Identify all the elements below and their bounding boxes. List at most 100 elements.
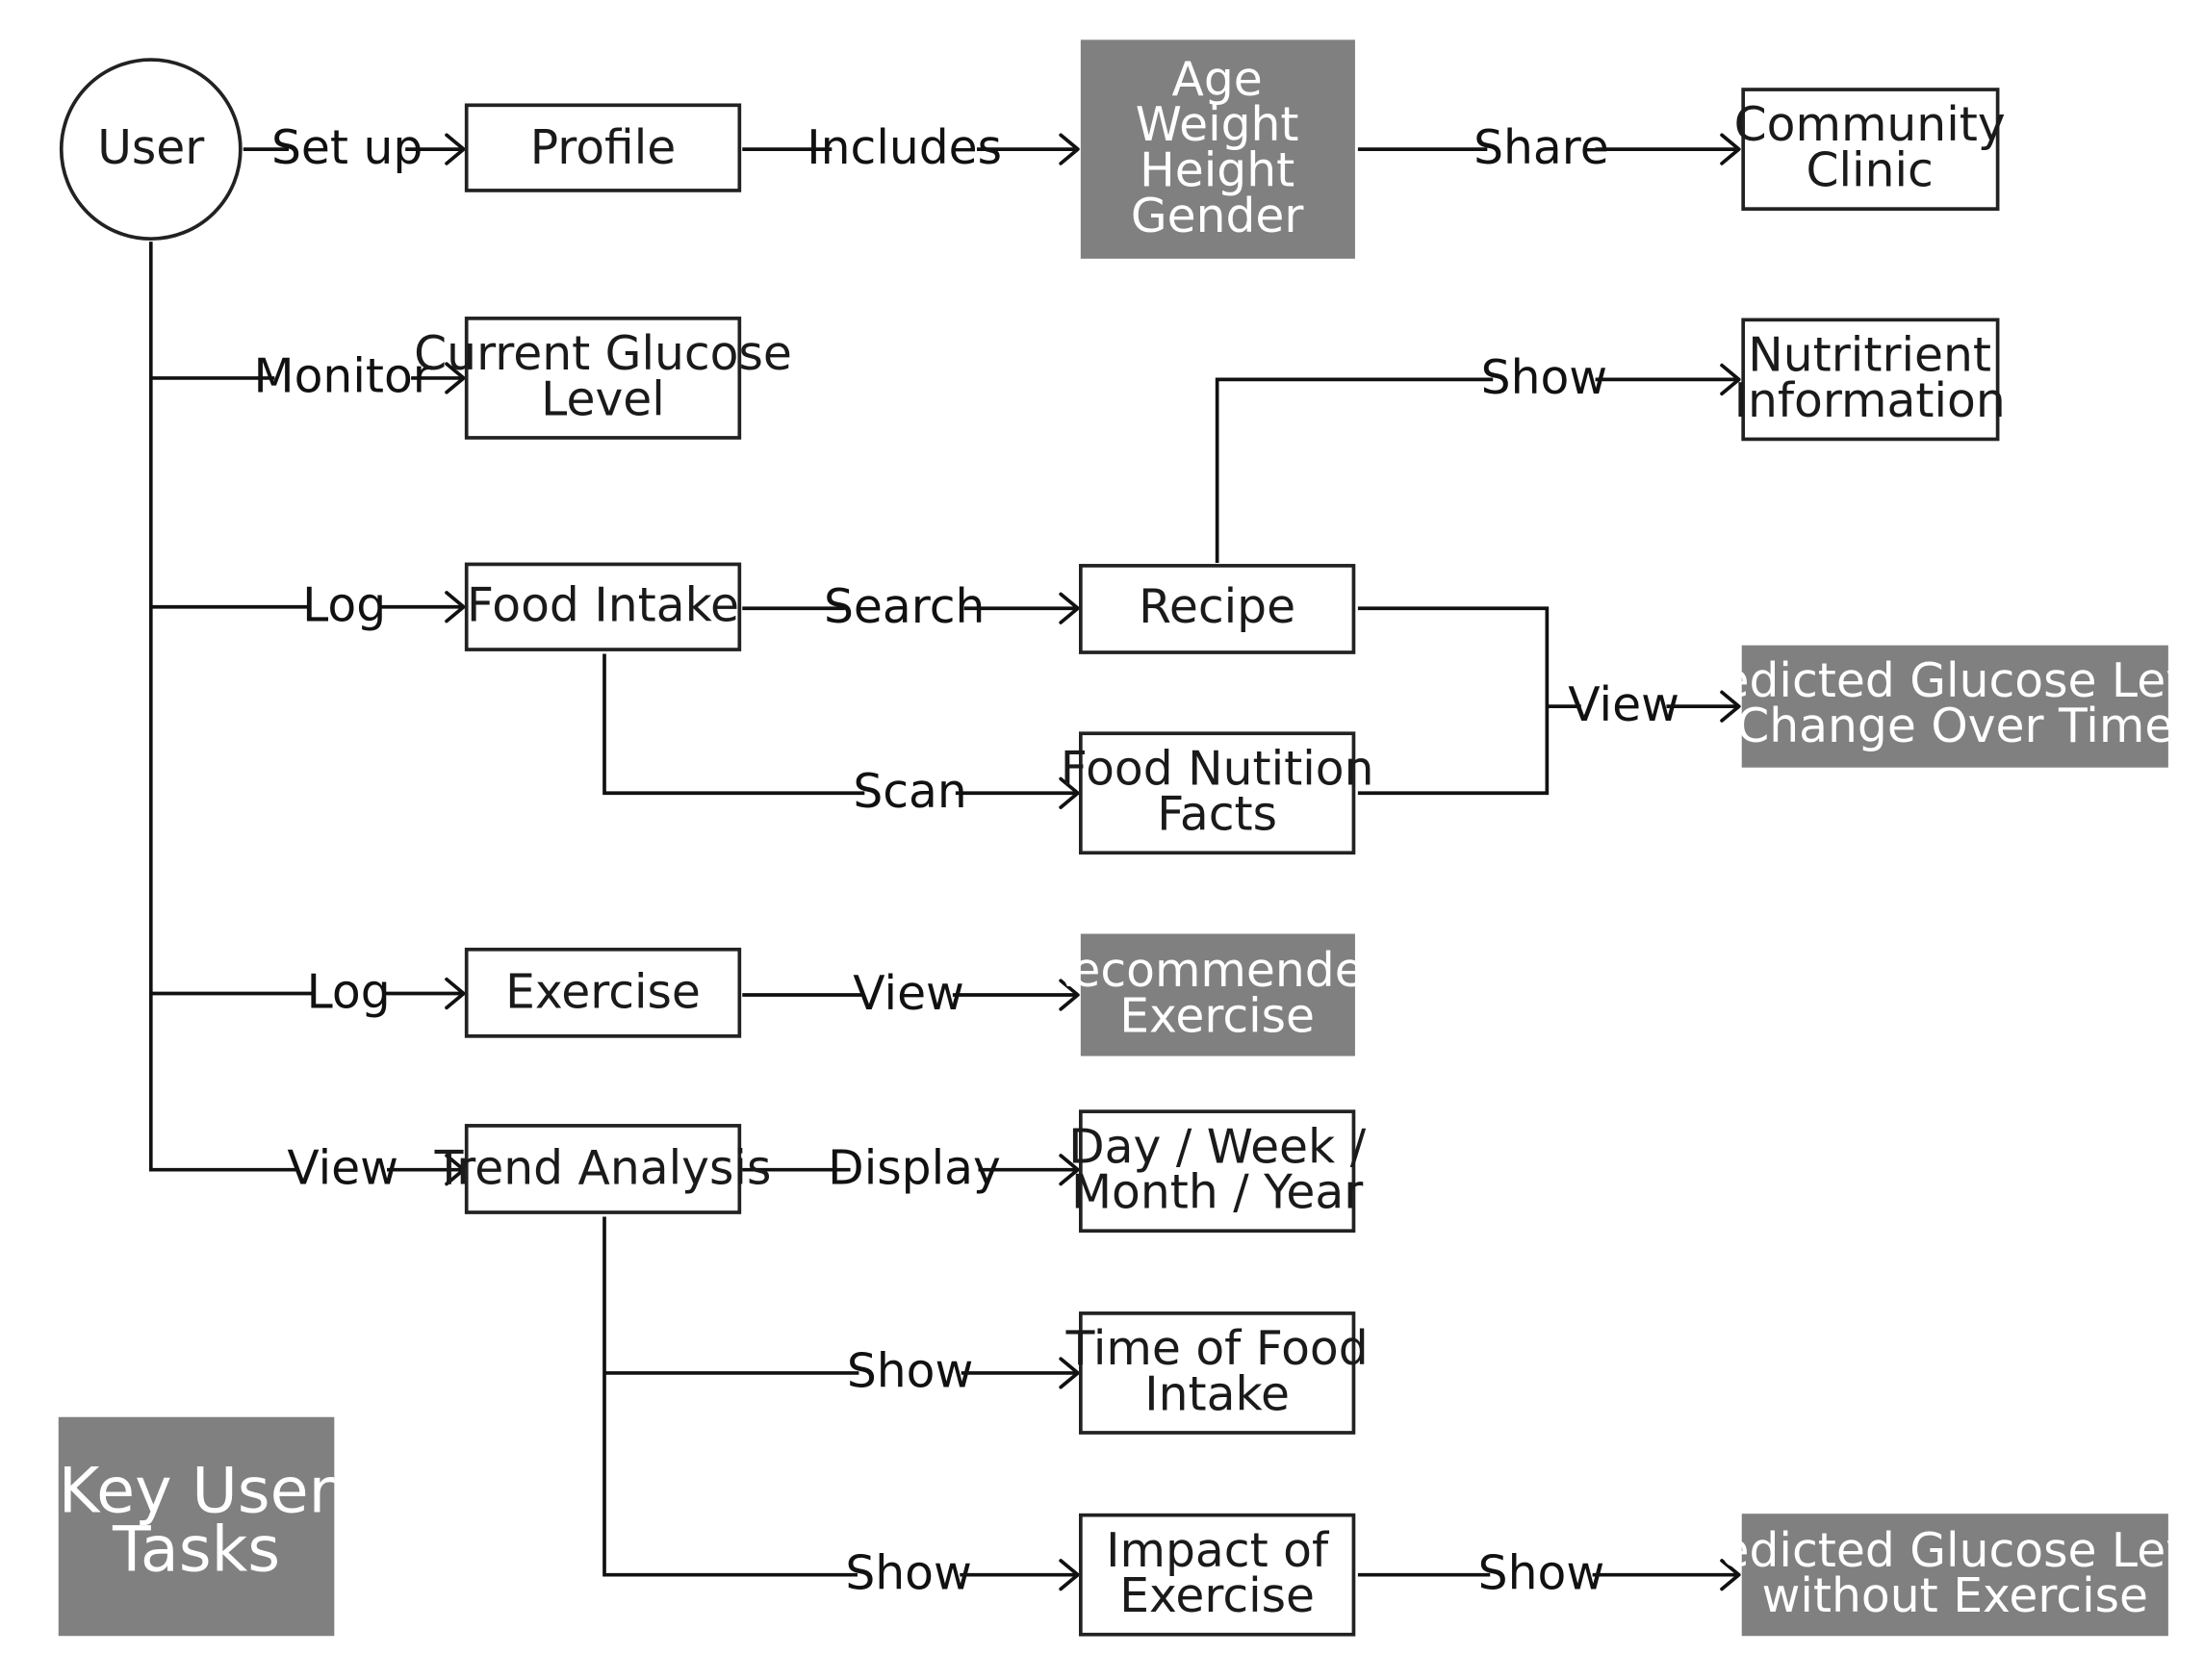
svg-text:View: View — [1568, 678, 1679, 732]
node-impact-of-exercise: Impact of Exercise — [1078, 1513, 1356, 1637]
svg-text:Impact of: Impact of — [1106, 1524, 1330, 1578]
svg-text:Profile: Profile — [530, 121, 677, 175]
arrowhead — [1059, 1357, 1080, 1389]
svg-text:Current Glucose: Current Glucose — [414, 327, 792, 381]
node-nutrient-information: Nutritrient Information — [1734, 318, 2006, 442]
arrowhead — [1720, 690, 1741, 723]
edge-label-monitor: Monitor — [254, 350, 433, 404]
arrowhead — [1059, 592, 1080, 624]
arrowhead — [1720, 363, 1741, 396]
svg-text:Log: Log — [307, 965, 391, 1019]
edge-label-view-predicted: View — [1568, 678, 1679, 732]
svg-text:Exercise: Exercise — [1119, 989, 1315, 1043]
svg-text:Show: Show — [1481, 351, 1608, 405]
svg-text:Weight: Weight — [1136, 98, 1299, 152]
node-food-intake: Food Intake — [464, 562, 742, 651]
svg-text:Food Nutition: Food Nutition — [1061, 742, 1374, 796]
arrowhead — [1059, 133, 1080, 165]
svg-text:Clinic: Clinic — [1806, 144, 1933, 198]
node-predicted-glucose-without-exercise: Predicted Glucose Level without Exercise — [1675, 1514, 2204, 1637]
svg-text:Information: Information — [1734, 374, 2006, 428]
svg-text:Trend Analysis: Trend Analysis — [434, 1141, 772, 1195]
svg-text:Predicted Glucose Level: Predicted Glucose Level — [1675, 1524, 2204, 1578]
edge-label-view-recommended: View — [853, 967, 964, 1021]
edge-trend-branch — [602, 1216, 1078, 1577]
node-day-week-month-year: Day / Week / Month / Year — [1068, 1109, 1367, 1234]
svg-text:Monitor: Monitor — [254, 350, 433, 404]
svg-text:Predicted Glucose Level: Predicted Glucose Level — [1675, 654, 2204, 708]
svg-text:Includes: Includes — [807, 121, 1002, 175]
svg-text:Time of Food: Time of Food — [1065, 1322, 1369, 1376]
edge-show-nutrient — [1215, 377, 1739, 563]
edge-label-setup: Set up — [271, 121, 423, 175]
edge-label-log-food: Log — [302, 579, 386, 633]
node-profile: Profile — [464, 103, 742, 192]
edge-label-share: Share — [1474, 121, 1609, 175]
edge-label-view-trend: View — [287, 1141, 398, 1195]
svg-text:Tasks: Tasks — [112, 1514, 280, 1586]
node-trend-analysis: Trend Analysis — [434, 1124, 772, 1214]
svg-text:Exercise: Exercise — [505, 965, 701, 1019]
arrowhead — [1720, 133, 1741, 165]
node-food-nutrition-facts: Food Nutition Facts — [1061, 731, 1374, 855]
node-exercise: Exercise — [464, 947, 742, 1038]
arrowhead — [445, 977, 466, 1010]
svg-text:View: View — [853, 967, 964, 1021]
svg-text:Gender: Gender — [1131, 190, 1305, 243]
svg-text:Recipe: Recipe — [1139, 580, 1295, 634]
arrowhead — [445, 133, 466, 165]
svg-text:Recommended: Recommended — [1041, 944, 1394, 998]
svg-text:Scan: Scan — [853, 765, 966, 819]
svg-text:Age: Age — [1172, 53, 1263, 107]
edge-label-show-impact: Show — [845, 1546, 972, 1600]
svg-text:Month / Year: Month / Year — [1071, 1166, 1364, 1220]
arrowhead — [445, 362, 466, 395]
svg-text:Change Over Time: Change Over Time — [1736, 700, 2173, 753]
svg-text:Show: Show — [1478, 1546, 1605, 1600]
svg-text:Community: Community — [1734, 98, 2006, 152]
svg-text:Share: Share — [1474, 121, 1609, 175]
svg-text:User: User — [97, 121, 205, 175]
svg-text:Nutritrient: Nutritrient — [1748, 329, 1991, 383]
node-predicted-glucose-change: Predicted Glucose Level Change Over Time — [1675, 645, 2204, 768]
arrowhead — [1720, 1559, 1741, 1591]
node-community-clinic: Community Clinic — [1734, 88, 2006, 211]
node-current-glucose: Current Glucose Level — [414, 317, 792, 440]
edge-label-show-nutrient: Show — [1481, 351, 1608, 405]
edge-label-display: Display — [828, 1141, 1001, 1195]
arrowhead — [1059, 1154, 1080, 1186]
arrowhead — [1059, 776, 1080, 809]
svg-text:Facts: Facts — [1157, 788, 1277, 842]
svg-text:without Exercise: without Exercise — [1762, 1569, 2148, 1623]
svg-text:Day / Week /: Day / Week / — [1068, 1120, 1367, 1174]
svg-text:Intake: Intake — [1144, 1367, 1290, 1421]
edge-scan — [602, 653, 1078, 796]
arrowhead — [1059, 979, 1080, 1011]
edge-label-search: Search — [824, 580, 985, 634]
arrowhead — [445, 591, 466, 624]
svg-text:Search: Search — [824, 580, 985, 634]
svg-text:Log: Log — [302, 579, 386, 633]
svg-text:Display: Display — [828, 1141, 1001, 1195]
node-recipe: Recipe — [1078, 564, 1356, 654]
edge-label-log-exercise: Log — [307, 965, 391, 1019]
svg-text:Level: Level — [541, 372, 665, 426]
edge-view-predicted-bracket — [1357, 606, 1550, 796]
node-recommended-exercise: Recommended Exercise — [1041, 933, 1394, 1056]
node-time-of-food-intake: Time of Food Intake — [1065, 1311, 1369, 1435]
edge-label-show-time: Show — [847, 1345, 974, 1399]
svg-text:Food Intake: Food Intake — [467, 579, 739, 633]
edge-label-show-predicted-no-ex: Show — [1478, 1546, 1605, 1600]
svg-text:Show: Show — [845, 1546, 972, 1600]
node-demographics: Age Weight Height Gender — [1080, 39, 1355, 259]
arrowhead — [445, 1154, 466, 1186]
svg-text:Show: Show — [847, 1345, 974, 1399]
svg-text:View: View — [287, 1141, 398, 1195]
node-user: User — [59, 58, 243, 242]
edge-label-scan: Scan — [853, 765, 966, 819]
arrowhead — [1059, 1559, 1080, 1591]
svg-text:Height: Height — [1140, 144, 1294, 198]
svg-text:Set up: Set up — [271, 121, 423, 175]
legend-key-user-tasks: Key User Tasks — [59, 1416, 335, 1637]
